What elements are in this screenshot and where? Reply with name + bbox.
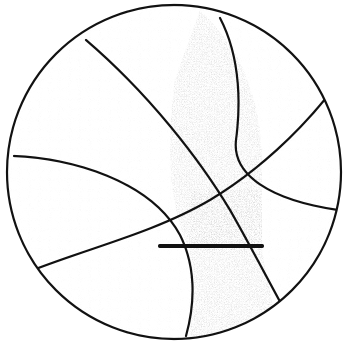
ball-shading bbox=[0, 0, 348, 344]
basketball-illustration bbox=[0, 0, 348, 344]
